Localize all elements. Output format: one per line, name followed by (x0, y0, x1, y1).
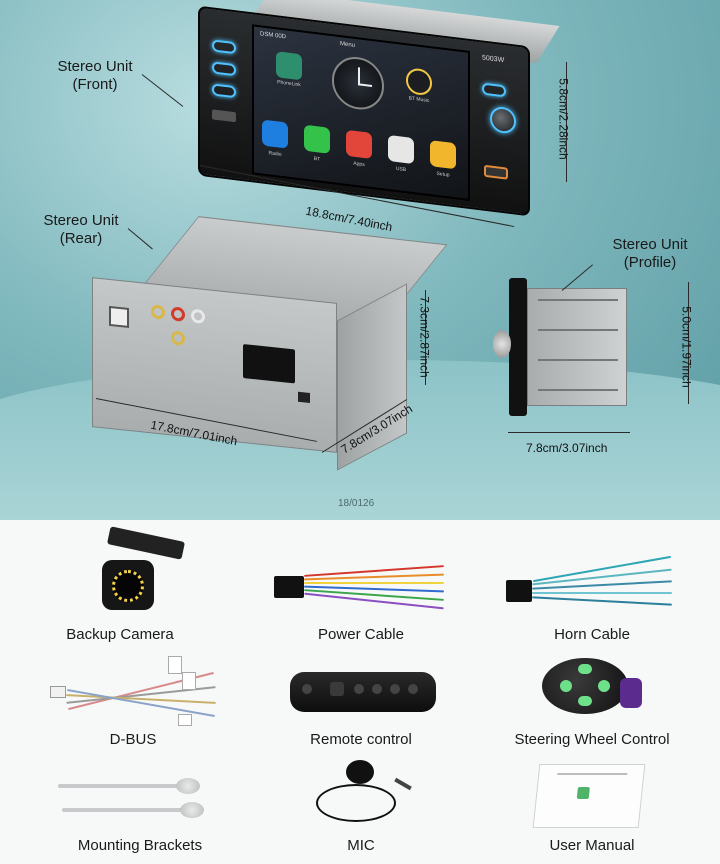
accessory-label: D-BUS (109, 731, 157, 748)
profile-height-line (688, 282, 689, 404)
rear-panel (92, 277, 337, 453)
dbus-icon (50, 652, 220, 728)
bracket-icon (58, 778, 218, 826)
phone-icon (304, 124, 330, 154)
app-label: Apps (353, 160, 365, 169)
radio-icon (262, 119, 288, 149)
remote-icon (290, 672, 436, 712)
rca-jack (171, 306, 185, 322)
power-cable-icon (274, 564, 448, 614)
status-left: DSM 00D (260, 31, 287, 41)
accessory-label: User Manual (549, 837, 635, 854)
left-glow-button (212, 83, 236, 99)
usb-b-port (109, 305, 129, 329)
manual-icon (532, 764, 646, 828)
app-label: BT (313, 155, 321, 163)
camera-icon (98, 526, 188, 614)
front-height-line (566, 62, 567, 182)
rca-jack (191, 308, 205, 325)
profile-knob (493, 330, 511, 358)
setup-icon (430, 140, 456, 170)
app-label: Setup (436, 170, 450, 179)
volume-knob (490, 105, 516, 135)
usb-icon (388, 134, 414, 165)
left-glow-button (212, 39, 236, 55)
bt-music-icon (406, 67, 432, 97)
accessory-label: Remote control (310, 731, 412, 748)
profile-unit-label: Stereo Unit (Profile) (612, 236, 688, 271)
rear-unit-label: Stereo Unit (Rear) (43, 212, 119, 247)
clock-icon (332, 54, 384, 113)
accessory-label: Horn Cable (554, 626, 630, 643)
profile-depth-line (508, 432, 630, 433)
apps-icon (346, 129, 372, 159)
product-code: 18/0126 (338, 498, 375, 509)
status-mid: Menu (340, 41, 356, 49)
stereo-profile-unit (493, 278, 635, 418)
stereo-front-unit: DSM 00D Menu PhoneLink BT Music Radio BT… (198, 0, 560, 233)
right-glow-button (482, 82, 506, 98)
accessory-label: Backup Camera (66, 626, 174, 643)
accessory-label: Mounting Brackets (77, 837, 203, 854)
accessory-label: Steering Wheel Control (514, 731, 670, 748)
left-glow-button (212, 61, 236, 77)
usb-a-port (298, 391, 310, 404)
profile-front-face (509, 278, 527, 416)
iso-connector (243, 343, 295, 384)
app-label: Radio (268, 150, 282, 158)
wheel-control-icon (542, 658, 642, 722)
front-height-dimension: 5.8cm/2.28inch (556, 78, 571, 160)
touch-screen: DSM 00D Menu PhoneLink BT Music Radio BT… (252, 24, 470, 202)
usb-port (212, 109, 236, 123)
profile-depth-dimension: 7.8cm/3.07inch (526, 441, 608, 455)
mic-icon (306, 760, 418, 826)
app-label: PhoneLink (277, 79, 301, 89)
app-label: BT Music (408, 95, 430, 105)
front-unit-label: Stereo Unit (Front) (57, 58, 133, 93)
profile-height-dimension: 5.0cm/1.97inch (679, 306, 694, 388)
profile-case (527, 288, 627, 406)
rca-jack (151, 304, 165, 320)
rca-jack (171, 330, 185, 346)
accessory-label: Power Cable (318, 626, 404, 643)
rear-height-dimension: 7.3cm/2.87inch (417, 296, 432, 378)
phonelink-icon (276, 51, 302, 81)
rear-height-line (425, 290, 426, 385)
accessory-label: MIC (347, 837, 375, 854)
usb-c-port (484, 164, 508, 180)
horn-cable-icon (506, 555, 676, 614)
model-label: 5003W (482, 54, 505, 65)
app-label: USB (395, 165, 407, 174)
